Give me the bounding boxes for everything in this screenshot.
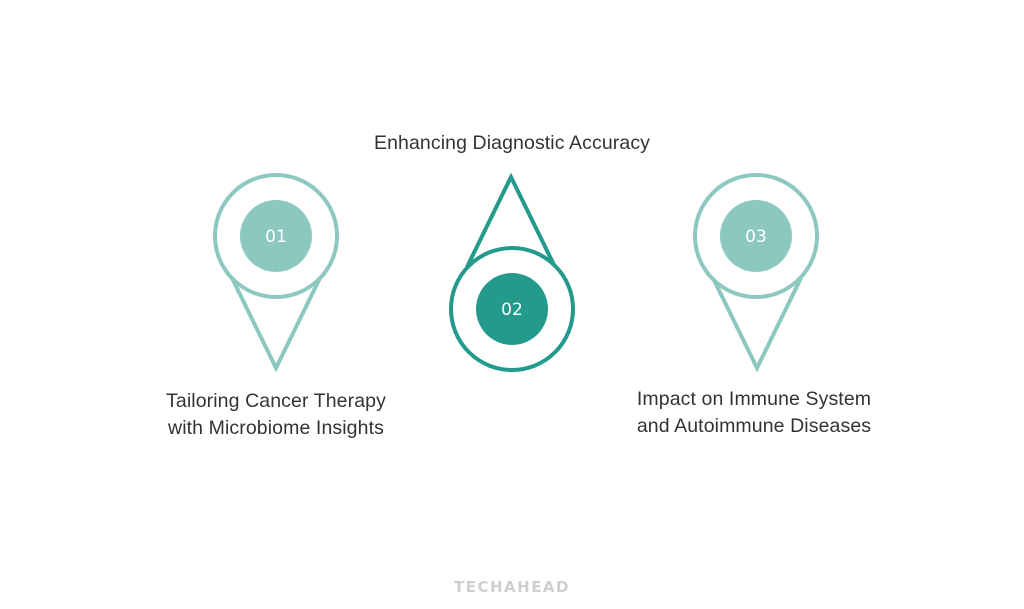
step-01-label-line-2: with Microbiome Insights (168, 417, 384, 439)
pin-02-badge (476, 273, 548, 345)
step-01-label-line-1: Tailoring Cancer Therapy (166, 390, 386, 412)
step-01-label: Tailoring Cancer Therapy with Microbiome… (150, 388, 402, 442)
pin-03-number: 03 (745, 227, 767, 247)
pin-03-pointer (711, 277, 803, 373)
step-02-label: Enhancing Diagnostic Accuracy (352, 130, 672, 157)
pin-01-number: 01 (265, 227, 287, 247)
pin-01-pointer (230, 277, 322, 373)
step-03-label-line-2: and Autoimmune Diseases (636, 415, 872, 437)
techahead-logo: TECHAHEAD (453, 578, 570, 596)
pin-01-badge (240, 200, 312, 272)
pin-03: 03 (693, 173, 819, 373)
pin-02-number: 02 (501, 300, 523, 320)
pin-02-pointer (465, 172, 557, 268)
step-03-label-line-1: Impact on Immune System (636, 388, 872, 410)
pin-02: 02 (449, 172, 575, 372)
pin-03-badge (720, 200, 792, 272)
step-02-label-line-1: Enhancing Diagnostic Accuracy (373, 132, 651, 154)
pin-01: 01 (213, 173, 339, 373)
step-03-label: Impact on Immune System and Autoimmune D… (614, 386, 894, 440)
